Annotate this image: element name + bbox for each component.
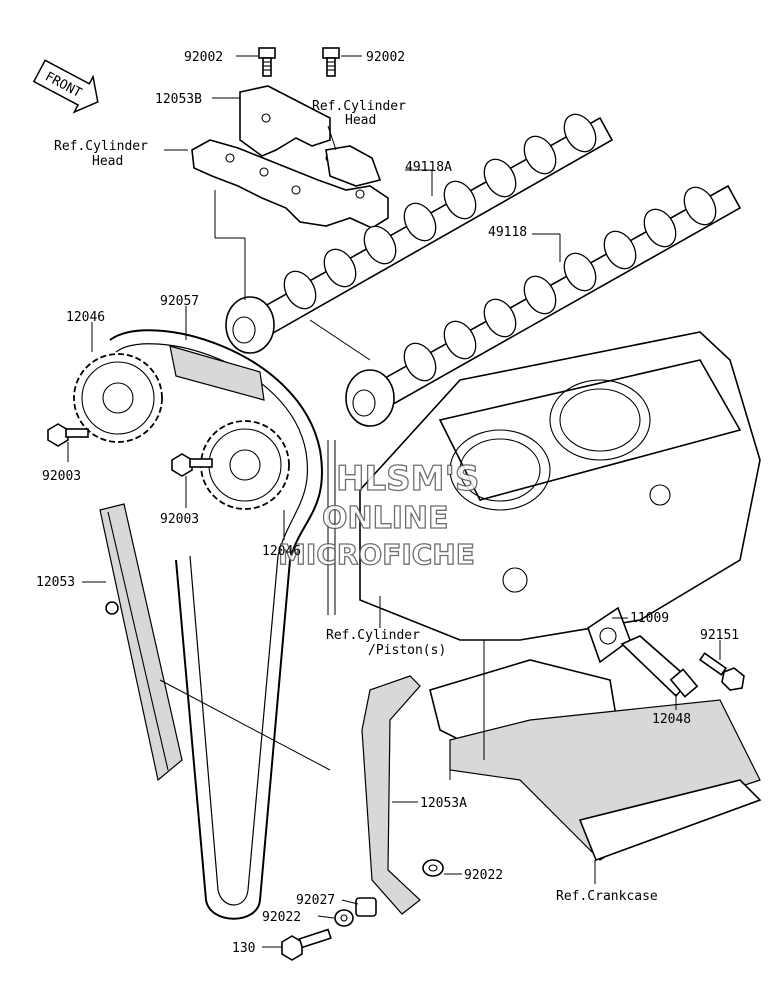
bolt-130-icon	[281, 928, 332, 961]
label-49118A: 49118A	[405, 160, 452, 175]
label-92002-right: 92002	[366, 50, 405, 65]
watermark-line2: ONLINE	[322, 501, 449, 536]
label-49118: 49118	[488, 225, 527, 240]
label-92057: 92057	[160, 294, 199, 309]
collar-92027-icon	[355, 897, 377, 917]
label-ref-crankcase: Ref.Crankcase	[556, 889, 658, 904]
camshaft-cap-12053B-icon	[239, 85, 335, 163]
label-92003-left: 92003	[42, 469, 81, 484]
label-ref-cyl-head-left-1: Ref.Cylinder	[54, 139, 148, 154]
sprocket-12046-upper-icon	[73, 353, 163, 443]
label-92003-mid: 92003	[160, 512, 199, 527]
watermark-line1: HLSM'S	[336, 459, 479, 499]
bolt-92151-icon	[698, 652, 745, 691]
label-12048: 12048	[652, 712, 691, 727]
washer-92022-right-icon	[422, 859, 444, 877]
label-ref-cyl-piston-2: /Piston(s)	[368, 643, 446, 658]
label-ref-cyl-piston-1: Ref.Cylinder	[326, 628, 420, 643]
camshaft-49118-icon	[345, 184, 742, 427]
watermark-line3: MICROFICHE	[278, 538, 475, 571]
label-11009: 11009	[630, 611, 669, 626]
part-labels: 92002 92002 12053B Ref.Cylinder Head Ref…	[36, 50, 739, 956]
leader-lines	[67, 55, 721, 948]
sprocket-12046-lower-icon	[200, 420, 290, 510]
chain-guide-12053-icon	[99, 503, 183, 782]
label-130: 130	[232, 941, 255, 956]
label-92022-left: 92022	[262, 910, 301, 925]
label-12053B: 12053B	[155, 92, 202, 107]
bolt-92003-mid-icon	[171, 453, 213, 477]
label-12053: 12053	[36, 575, 75, 590]
label-12046-top: 12046	[66, 310, 105, 325]
label-ref-cyl-head-top-2: Head	[345, 113, 376, 128]
label-ref-cyl-head-top-1: Ref.Cylinder	[312, 99, 406, 114]
bolt-92002-left-icon	[258, 47, 276, 77]
label-92027: 92027	[296, 893, 335, 908]
label-ref-cyl-head-left-2: Head	[92, 154, 123, 169]
bolt-92002-right-icon	[322, 47, 340, 77]
chain-guide-12053A-icon	[361, 675, 421, 915]
cylinder-head-ref-icon	[191, 139, 389, 229]
label-92002-left: 92002	[184, 50, 223, 65]
watermark: HLSM'S ONLINE MICROFICHE	[277, 458, 480, 571]
front-arrow-icon: FRONT	[32, 59, 99, 114]
label-92022-right: 92022	[464, 868, 503, 883]
tensioner-12048-icon	[620, 635, 699, 698]
label-12046-bottom: 12046	[262, 544, 301, 559]
timing-chain-92057-icon	[109, 329, 323, 920]
label-12053A: 12053A	[420, 796, 467, 811]
crankcase-ref-icon	[429, 659, 762, 862]
camshaft-49118A-icon	[225, 113, 614, 354]
reference-lines	[159, 190, 485, 780]
washer-92022-left-icon	[334, 909, 354, 927]
label-92151: 92151	[700, 628, 739, 643]
bolt-92003-left-icon	[47, 423, 89, 447]
cylinder-block-ref-icon	[359, 331, 761, 641]
